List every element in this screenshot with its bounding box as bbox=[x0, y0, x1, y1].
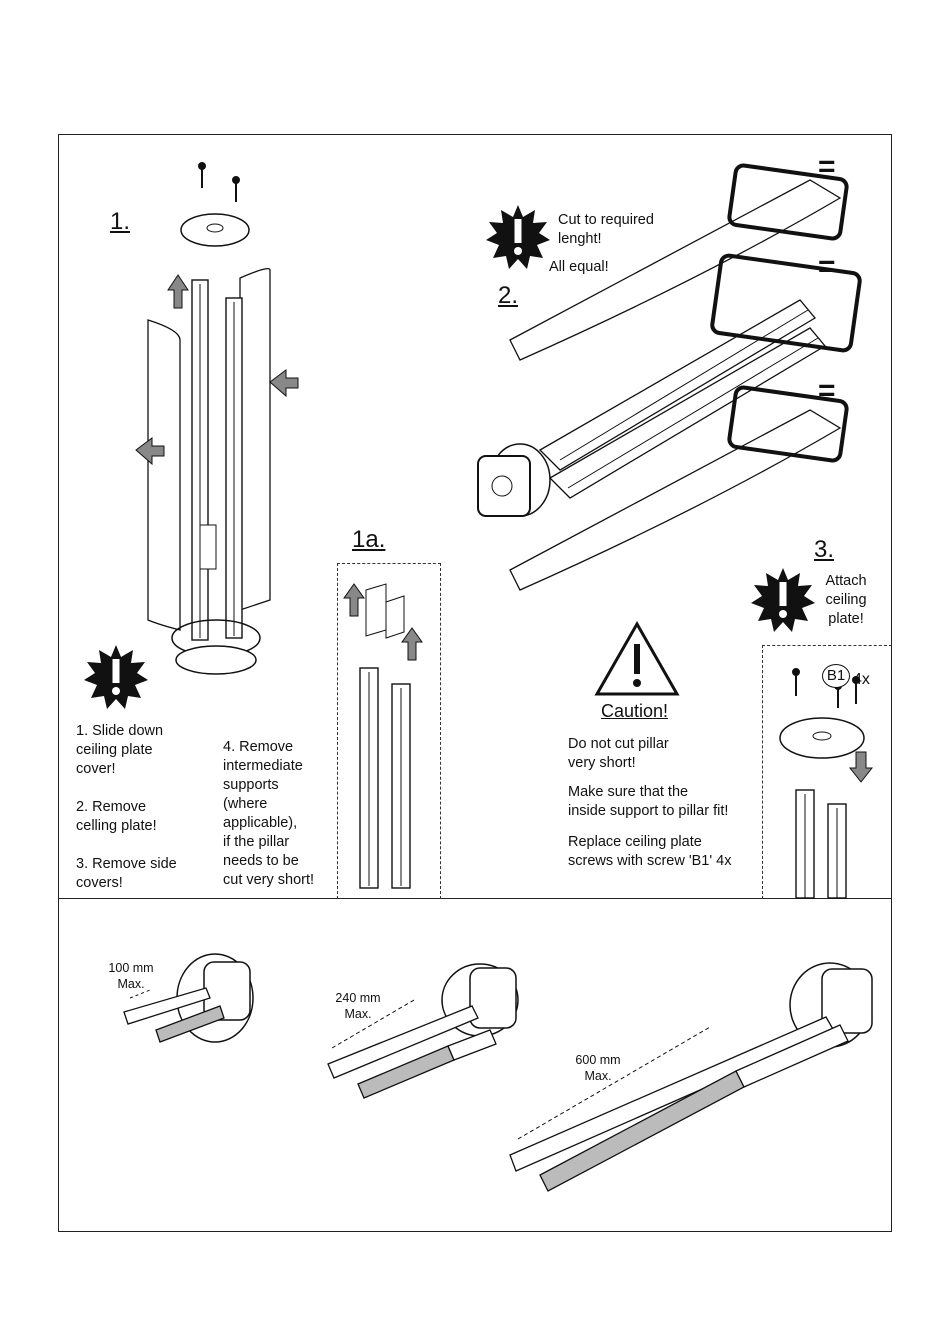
equal-sign-1: = bbox=[818, 150, 836, 183]
step-2-all-equal: All equal! bbox=[549, 259, 609, 275]
caution-title: Caution! bbox=[601, 701, 669, 721]
exclamation-starburst-icon bbox=[486, 205, 550, 269]
instruction-frame bbox=[58, 134, 892, 1232]
side-cover-left bbox=[147, 319, 181, 631]
equal-sign-3: = bbox=[818, 374, 836, 407]
section-divider bbox=[58, 898, 892, 899]
length-clamp-1 bbox=[727, 163, 849, 241]
pillar-600mm-diagram bbox=[509, 962, 873, 1192]
step-1a-box bbox=[337, 563, 441, 899]
screw-icon bbox=[198, 162, 240, 202]
direction-arrow-icon bbox=[848, 751, 874, 783]
direction-arrow-icon bbox=[343, 583, 423, 661]
cut-section bbox=[155, 1005, 225, 1043]
step-3-label: 3. bbox=[814, 536, 835, 563]
step-2-label: 2. bbox=[498, 282, 519, 309]
step-3-note: Attach ceiling plate! bbox=[825, 573, 867, 627]
length-clamp-2 bbox=[710, 253, 862, 353]
step-1-instructions-right: 4. Remove intermediate supports (where a… bbox=[223, 739, 315, 888]
step-2-cut-diagram bbox=[477, 163, 862, 591]
screw-count: 4x bbox=[853, 671, 870, 688]
step-1-label: 1. bbox=[110, 208, 131, 235]
step-2-cut-note: Cut to required lenght! bbox=[558, 212, 654, 247]
cover-strip-bottom bbox=[509, 409, 842, 591]
max-240-label: 240 mm Max. bbox=[335, 991, 381, 1021]
direction-arrow-icon bbox=[135, 274, 299, 466]
pillar-240mm-diagram bbox=[327, 963, 519, 1099]
step-1a-supports-diagram bbox=[343, 583, 423, 889]
exclamation-starburst-icon bbox=[751, 568, 815, 632]
pillar-rails bbox=[538, 299, 816, 471]
pillar-100mm-diagram bbox=[123, 953, 254, 1043]
caution-line-2: Make sure that the inside support to pil… bbox=[568, 784, 729, 819]
exclamation-starburst-icon bbox=[84, 645, 148, 709]
step-3-attach-diagram bbox=[779, 668, 874, 899]
step-1a-label: 1a. bbox=[352, 526, 386, 553]
equal-sign-2: = bbox=[818, 250, 836, 283]
cover-strip-top bbox=[509, 179, 842, 361]
caution-line-1: Do not cut pillar very short! bbox=[568, 736, 669, 771]
warning-triangle-icon bbox=[594, 620, 680, 696]
length-clamp-3 bbox=[727, 385, 849, 463]
max-600-label: 600 mm Max. bbox=[575, 1053, 621, 1083]
caution-line-3: Replace ceiling plate screws with screw … bbox=[568, 834, 732, 869]
step-1-pillar-diagram bbox=[135, 162, 299, 675]
screw-b1-label: B1 bbox=[822, 664, 850, 688]
side-cover-right bbox=[239, 267, 271, 611]
step-3-box bbox=[762, 645, 892, 899]
max-100-label: 100 mm Max. bbox=[108, 961, 154, 991]
step-1-instructions-left: 1. Slide down ceiling plate cover! 2. Re… bbox=[76, 723, 177, 891]
